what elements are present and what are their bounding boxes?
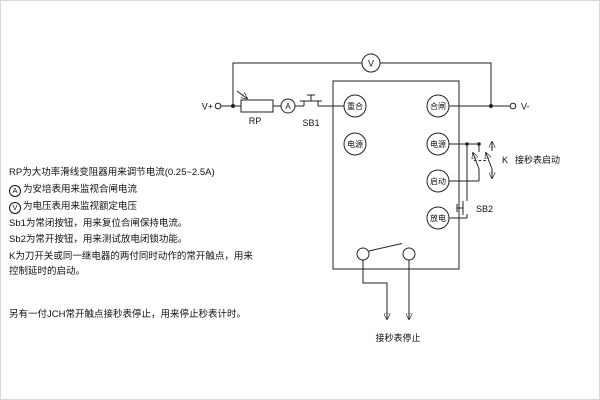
button-reclose — [343, 94, 367, 118]
k-switch-symbol: K 接秒表启动 — [449, 142, 560, 182]
wire — [380, 62, 492, 106]
stopwatch-stop-lead-left — [362, 260, 387, 319]
right-side-wiring: SB2 K 接秒表启动 — [449, 142, 560, 219]
relay-panel-outline — [332, 80, 460, 270]
contact-terminal — [356, 247, 370, 261]
note-text: K为刀开关或同一继电器的两付同时动作的常开触点，用来 — [9, 251, 253, 262]
wire — [232, 62, 362, 106]
note-text: 控制延时的启动。 — [9, 266, 86, 277]
note-sb2: Sb2为常开按钮，用来测试放电闭锁功能。 — [9, 233, 187, 246]
note-text: Sb1为常闭按钮，用来复位合闸保持电流。 — [9, 218, 188, 229]
button-power-left-label: 电源 — [347, 139, 363, 149]
button-close-label: 合闸 — [430, 101, 446, 111]
sb1-label: SB1 — [302, 118, 319, 128]
k-label: K — [502, 155, 508, 165]
jch-contact — [356, 243, 416, 261]
note-k-line1: K为刀开关或同一继电器的两付同时动作的常开触点，用来 — [9, 250, 253, 263]
button-power-left — [343, 132, 367, 156]
contact-blade — [368, 243, 403, 252]
button-discharge-label: 放电 — [430, 213, 446, 223]
contact-terminal — [402, 247, 416, 261]
note-sb1: Sb1为常闭按钮，用来复位合闸保持电流。 — [9, 217, 187, 230]
button-power-right-label: 电源 — [430, 139, 446, 149]
circled-v-icon: V — [9, 202, 21, 214]
sb2-button-symbol: SB2 — [449, 144, 493, 219]
v-minus-terminal-icon — [509, 102, 517, 110]
relay-panel: 重合 合闸 电源 电源 启动 放电 — [332, 80, 460, 270]
v-plus-terminal-icon — [214, 102, 222, 110]
sb2-label: SB2 — [476, 204, 493, 214]
rheostat-label: RP — [249, 116, 262, 126]
note-text: 为安培表用来监视合闸电流 — [23, 184, 138, 195]
voltmeter-label: V — [368, 59, 374, 69]
note-text: 另有一付JCH常开触点接秒表停止，用来停止秒表计时。 — [9, 309, 246, 320]
note-text: RP为大功率滑线变阻器用来调节电流(0.25~2.5A) — [9, 167, 215, 178]
button-reclose-label: 重合 — [347, 101, 363, 111]
note-jch: 另有一付JCH常开触点接秒表停止，用来停止秒表计时。 — [9, 308, 246, 321]
stopwatch-stop-label: 接秒表停止 — [375, 332, 420, 343]
supply-negative-rail: V- — [449, 102, 530, 112]
button-start-label: 启动 — [430, 176, 446, 186]
v-minus-terminal-label: V- — [521, 102, 530, 112]
stopwatch-stop-leads: 接秒表停止 — [362, 260, 421, 343]
sb1-button-symbol: SB1 — [300, 94, 322, 128]
supply-positive-rail: V+ RP A SB1 — [202, 90, 344, 128]
rheostat-slider-arrow-icon — [236, 90, 247, 99]
note-text: 为电压表用来监视额定电压 — [23, 201, 138, 212]
circled-a-icon: A — [9, 185, 21, 197]
ammeter-label: A — [285, 102, 291, 111]
note-rp: RP为大功率滑线变阻器用来调节电流(0.25~2.5A) — [9, 166, 215, 179]
voltmeter-branch: V — [231, 53, 493, 108]
v-plus-terminal-label: V+ — [202, 102, 213, 112]
note-k-line2: 控制延时的启动。 — [9, 265, 85, 278]
note-text: Sb2为常开按钮，用来测试放电闭锁功能。 — [9, 234, 188, 245]
stopwatch-start-label: 接秒表启动 — [515, 154, 560, 165]
